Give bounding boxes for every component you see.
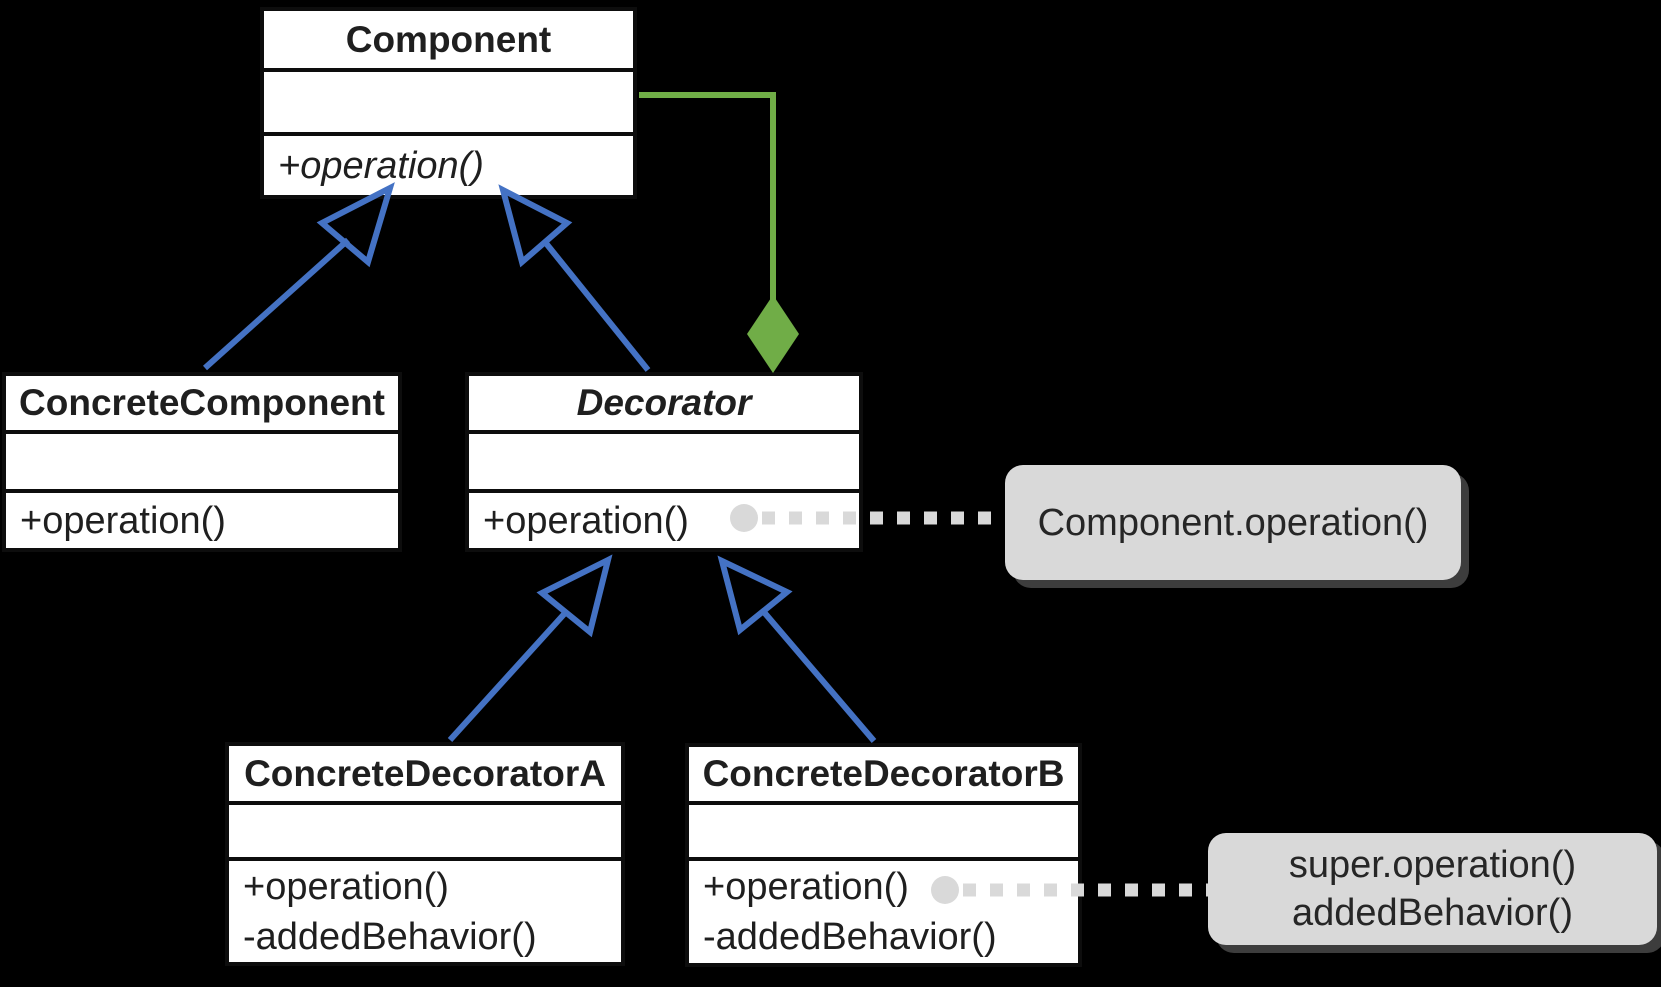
method-operation: +operation(): [243, 865, 449, 908]
class-component-title: Component: [264, 11, 633, 72]
inheritance-arrowhead-icon: [536, 554, 613, 638]
class-component-attributes: [264, 72, 633, 136]
note-line: super.operation(): [1288, 844, 1577, 886]
note-super-operation: super.operation() addedBehavior(): [1208, 833, 1657, 945]
inheritance-line-concretedecoratora: [447, 609, 569, 743]
inheritance-line-decorator: [542, 240, 651, 372]
method-operation: +operation(): [278, 144, 484, 187]
class-decorator-attributes: [469, 434, 859, 493]
method-operation: +operation(): [703, 866, 909, 908]
class-decorator-methods: +operation(): [469, 493, 859, 548]
method-operation: +operation(): [20, 499, 226, 542]
class-concrete-decorator-a-methods: +operation() -addedBehavior(): [229, 861, 621, 962]
method-added-behavior: -addedBehavior(): [703, 916, 997, 958]
class-concrete-decorator-b-attributes: [689, 805, 1078, 861]
method-added-behavior: -addedBehavior(): [243, 915, 537, 958]
class-concrete-decorator-a-attributes: [229, 805, 621, 861]
class-concrete-decorator-b-title: ConcreteDecoratorB: [689, 747, 1078, 805]
aggregation-line: [639, 92, 776, 300]
class-concrete-decorator-b: ConcreteDecoratorB +operation() -addedBe…: [685, 743, 1082, 967]
class-concrete-decorator-b-methods: +operation() -addedBehavior(): [689, 861, 1078, 963]
class-concrete-decorator-a: ConcreteDecoratorA +operation() -addedBe…: [225, 742, 625, 966]
class-component-methods: +operation(): [264, 136, 633, 195]
inheritance-arrowhead-icon: [316, 182, 395, 268]
class-concrete-component: ConcreteComponent +operation(): [2, 372, 402, 552]
class-concrete-component-title: ConcreteComponent: [6, 376, 398, 434]
inheritance-arrowhead-icon: [717, 555, 793, 636]
inheritance-arrowhead-icon: [498, 184, 573, 268]
note-line: addedBehavior(): [1292, 892, 1573, 934]
inheritance-line-concretecomponent: [202, 237, 351, 371]
class-concrete-component-methods: +operation(): [6, 493, 398, 548]
class-concrete-component-attributes: [6, 434, 398, 493]
class-decorator-title: Decorator: [469, 376, 859, 434]
class-concrete-decorator-a-title: ConcreteDecoratorA: [229, 746, 621, 805]
note-line: Component.operation(): [1037, 501, 1429, 544]
class-component: Component +operation(): [260, 7, 637, 199]
method-operation: +operation(): [483, 499, 689, 542]
class-decorator: Decorator +operation(): [465, 372, 863, 552]
inheritance-line-concretedecoratorb: [760, 609, 877, 743]
aggregation-diamond-icon: [747, 295, 799, 373]
note-component-operation: Component.operation(): [1005, 465, 1461, 580]
